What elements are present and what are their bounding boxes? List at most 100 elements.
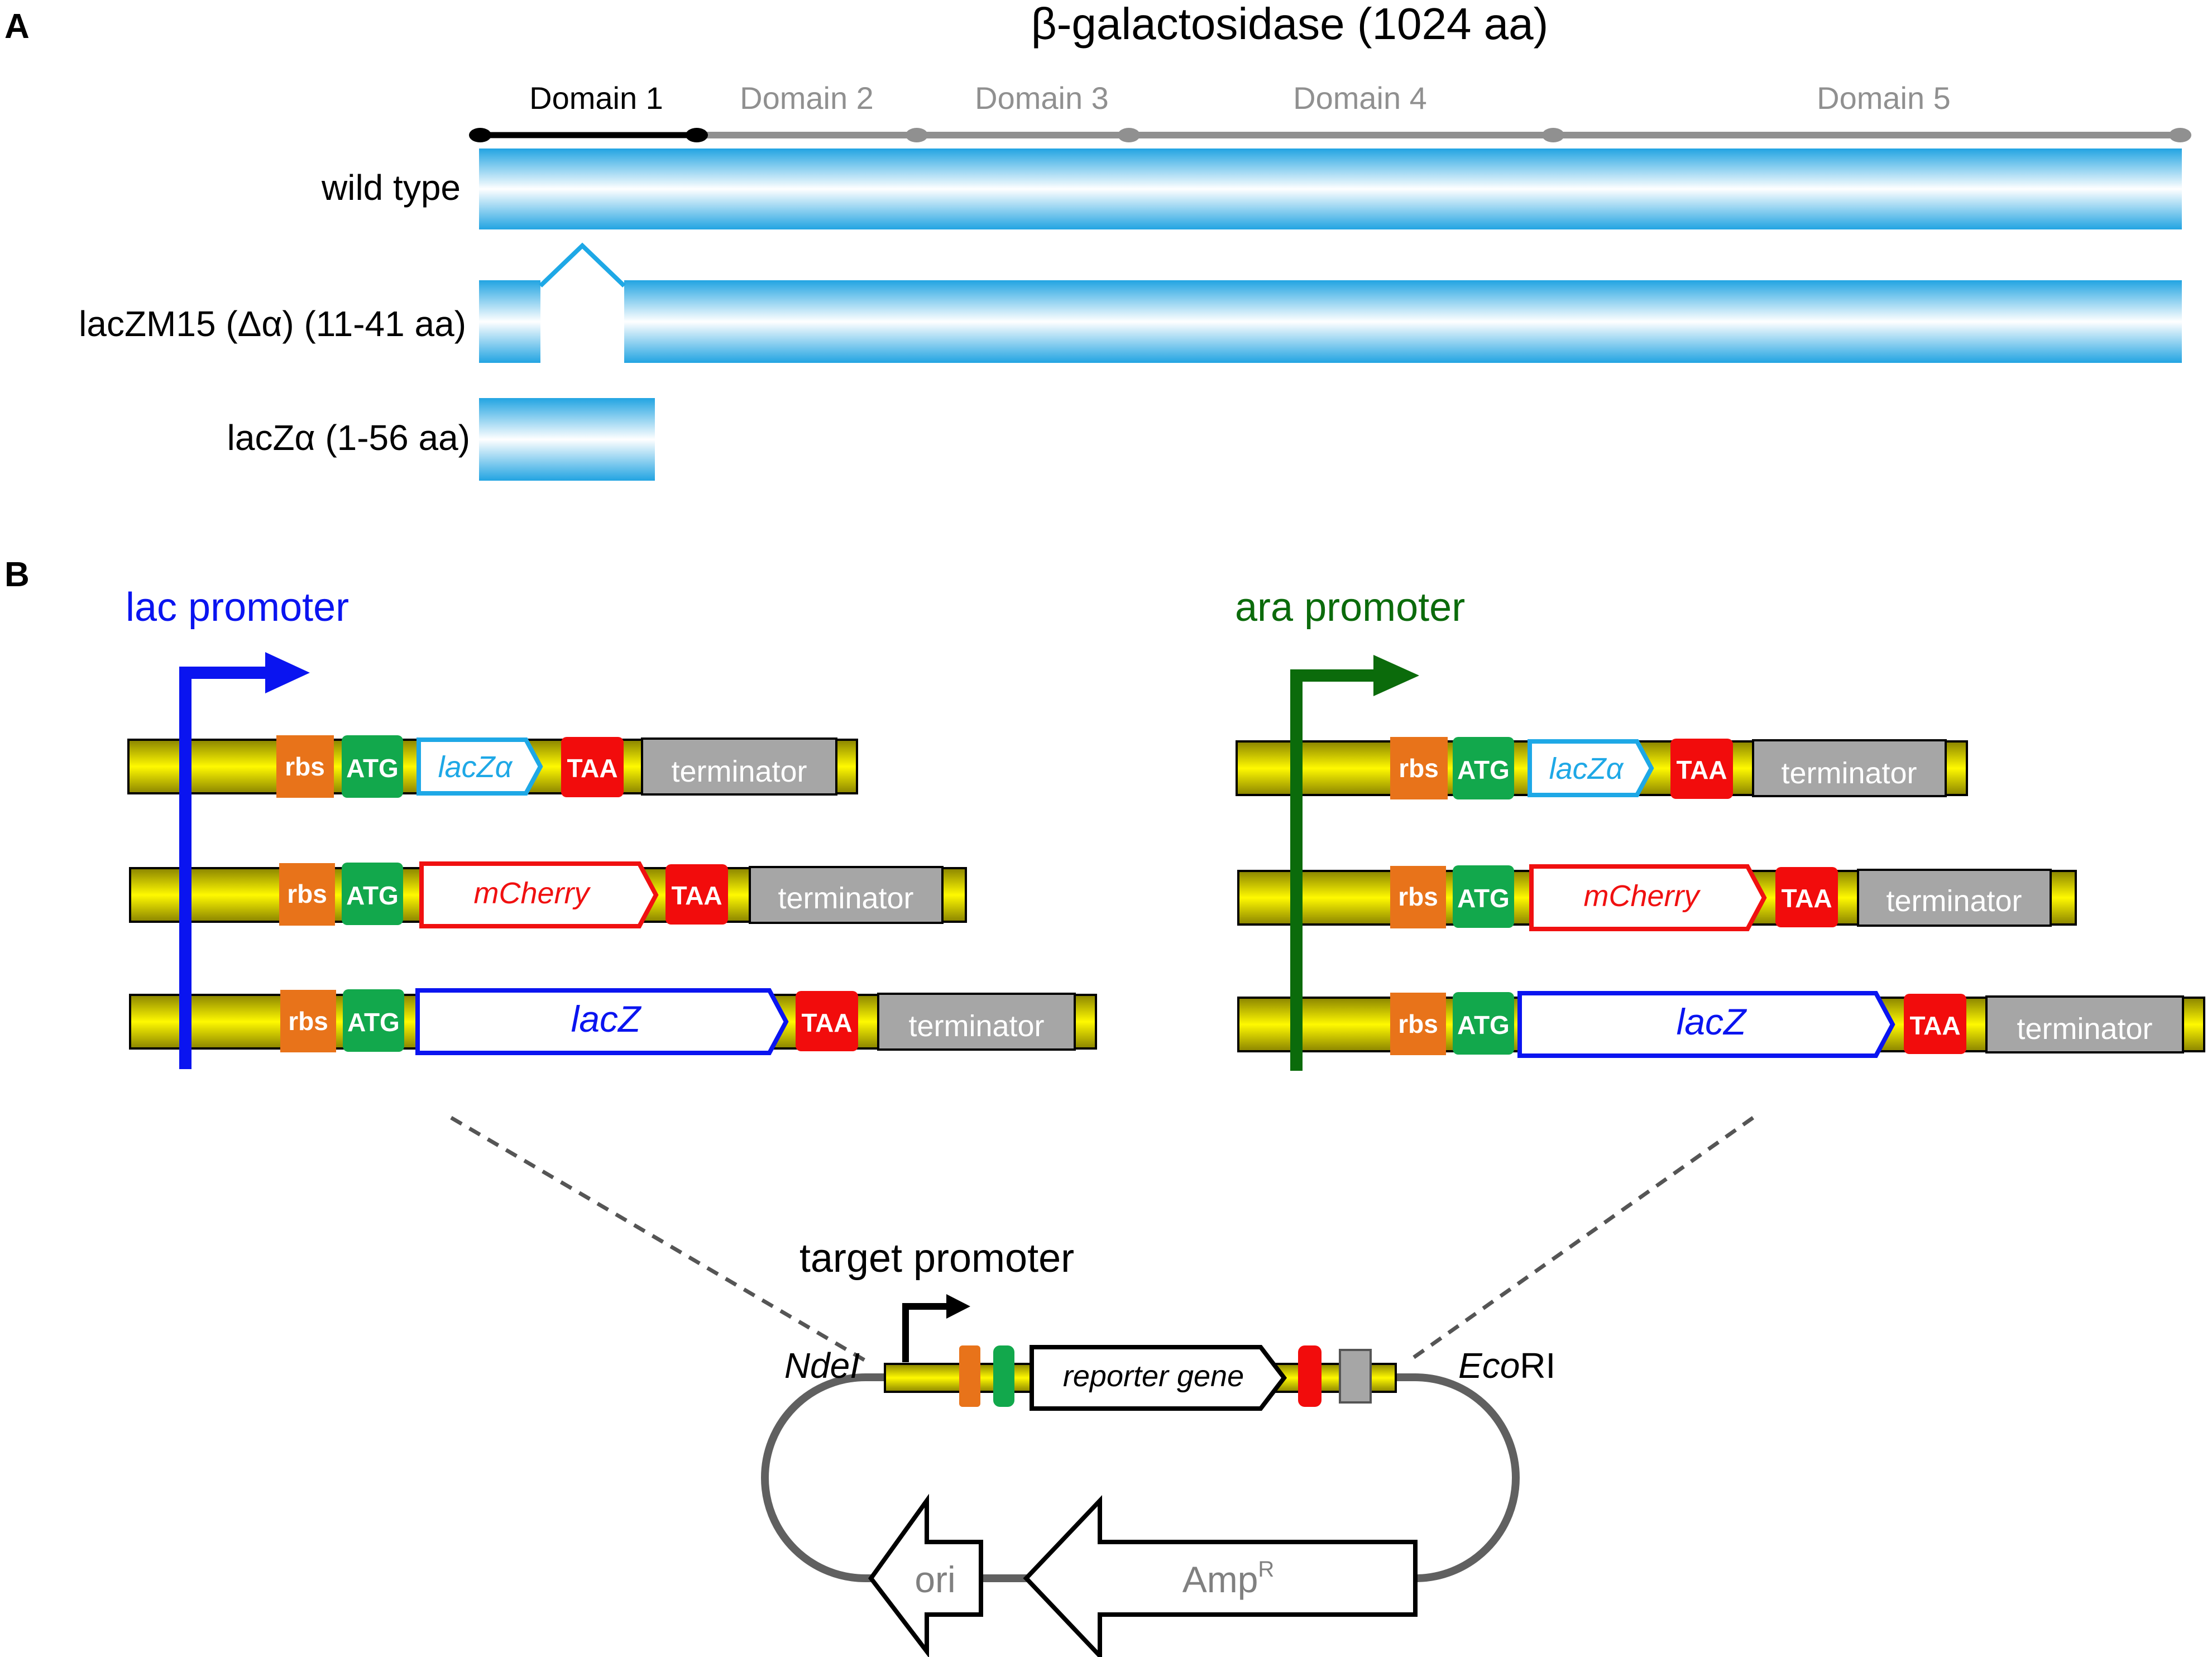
gene-arrow-lacZalpha xyxy=(416,737,543,796)
domain-label: Domain 3 xyxy=(975,80,1109,116)
ara-construct-lacZalpha: rbs ATG lacZα TAA terminator xyxy=(1236,737,1968,799)
lac-promoter-arrow xyxy=(179,652,310,1069)
terminator-box xyxy=(877,993,1076,1051)
domain-boundary-dot xyxy=(2169,128,2191,142)
plasmid-map: reporter gene target promoter NdeI EcoRI… xyxy=(761,1236,1555,1657)
lacZM15-bar-rest xyxy=(624,280,2182,363)
atg-label: ATG xyxy=(346,754,399,783)
atg-label: ATG xyxy=(1457,755,1510,784)
terminator-box xyxy=(641,737,837,796)
rbs-label: rbs xyxy=(1398,882,1438,911)
rbs-box xyxy=(1390,993,1446,1055)
ara-construct-lacZ: rbs ATG lacZ TAA terminator xyxy=(1237,991,2205,1058)
domain-boundary-dot xyxy=(906,128,928,142)
rbs-label: rbs xyxy=(288,1007,328,1036)
gene-arrow-lacZalpha xyxy=(1528,739,1654,797)
terminator-box xyxy=(1752,739,1947,797)
gene-label: lacZα xyxy=(1549,752,1625,786)
taa-box xyxy=(1904,994,1966,1054)
terminator-label: terminator xyxy=(1781,756,1917,790)
rbs-label: rbs xyxy=(285,752,325,781)
domain-boundary-dot xyxy=(469,128,491,142)
ara-construct-mCherry: rbs ATG mCherry TAA terminator xyxy=(1237,864,2077,931)
row-label-wild-type: wild type xyxy=(321,167,461,208)
ori-arrow xyxy=(868,1493,983,1657)
terminator-label: terminator xyxy=(671,755,807,788)
ori-label: ori xyxy=(915,1559,955,1600)
rbs-label: rbs xyxy=(1399,754,1439,783)
gene-label: mCherry xyxy=(1583,879,1701,913)
taa-label: TAA xyxy=(1781,884,1832,913)
taa-box xyxy=(796,991,858,1051)
gene-label: lacZα xyxy=(438,750,514,784)
ara-promoter-arrow xyxy=(1290,655,1419,1071)
atg-box xyxy=(343,989,404,1052)
domain-label: Domain 1 xyxy=(529,80,663,116)
taa-box xyxy=(561,737,624,797)
reporter-gene-arrow xyxy=(1030,1345,1287,1411)
gene-arrow-mCherry xyxy=(1529,864,1767,931)
row-label-lacZM15: lacZM15 (Δα) (11-41 aa) xyxy=(79,304,466,344)
domain-scale: Domain 1 Domain 2 Domain 3 Domain 4 Doma… xyxy=(469,80,2191,142)
ecori-site-label: EcoRI xyxy=(1458,1345,1555,1386)
atg-label: ATG xyxy=(1457,1011,1510,1040)
ndei-site-label: NdeI xyxy=(784,1345,860,1386)
ampr-text: Amp xyxy=(1182,1559,1258,1600)
panel-b-label: B xyxy=(4,555,30,594)
rbs-box xyxy=(959,1345,980,1407)
rbs-box xyxy=(1390,737,1448,799)
taa-label: TAA xyxy=(801,1008,852,1037)
zoom-line-left xyxy=(450,1115,869,1364)
lacZalpha-bar xyxy=(479,398,655,481)
lacZM15-bar-start xyxy=(479,280,540,363)
atg-box xyxy=(1453,737,1514,799)
gene-arrow-lacZ xyxy=(415,988,789,1055)
ampr-superscript: R xyxy=(1258,1557,1274,1582)
atg-label: ATG xyxy=(347,1008,400,1037)
taa-label: TAA xyxy=(671,881,722,910)
wild-type-bar xyxy=(479,149,2182,229)
domain-boundary-dot xyxy=(686,128,708,142)
taa-box xyxy=(1775,867,1838,927)
domain-label: Domain 4 xyxy=(1293,80,1427,116)
rbs-label: rbs xyxy=(287,879,327,908)
protein-title: β-galactosidase (1024 aa) xyxy=(1031,0,1549,49)
ara-promoter-label: ara promoter xyxy=(1235,585,1465,630)
taa-label: TAA xyxy=(1676,755,1727,784)
target-promoter-arrow xyxy=(902,1294,970,1362)
ampr-label: AmpR xyxy=(1182,1557,1275,1600)
lac-construct-mCherry: rbs ATG mCherry TAA terminator xyxy=(129,861,967,928)
domain-label: Domain 5 xyxy=(1817,80,1951,116)
rbs-box xyxy=(280,990,336,1052)
gene-label: lacZ xyxy=(571,998,642,1040)
atg-label: ATG xyxy=(346,881,399,910)
atg-box xyxy=(993,1345,1014,1407)
atg-box xyxy=(1453,992,1514,1055)
atg-label: ATG xyxy=(1457,884,1510,913)
terminator-box xyxy=(1985,995,2184,1053)
terminator-label: terminator xyxy=(2017,1012,2152,1046)
zoom-line-right xyxy=(1405,1116,1755,1364)
taa-label: TAA xyxy=(1909,1011,1960,1040)
terminator-box xyxy=(1857,869,2052,927)
deletion-bracket xyxy=(539,242,626,288)
rbs-box xyxy=(1390,866,1446,928)
gene-label: lacZ xyxy=(1677,1001,1747,1042)
ecori-italic: Eco xyxy=(1458,1345,1520,1386)
ecori-rest: RI xyxy=(1520,1345,1555,1386)
lac-construct-lacZalpha: rbs ATG lacZα TAA terminator xyxy=(127,735,858,798)
terminator-box xyxy=(1339,1349,1372,1404)
taa-box xyxy=(1298,1345,1322,1407)
atg-box xyxy=(342,735,403,798)
gene-arrow-mCherry xyxy=(419,861,659,928)
terminator-box xyxy=(749,866,944,924)
row-label-lacZalpha: lacZα (1-56 aa) xyxy=(227,418,470,458)
atg-box xyxy=(342,863,403,925)
taa-box xyxy=(1670,739,1733,799)
gene-arrow-lacZ xyxy=(1517,991,1895,1058)
lac-construct-lacZ: rbs ATG lacZ TAA terminator xyxy=(129,988,1097,1055)
terminator-label: terminator xyxy=(1886,884,2022,918)
domain-label: Domain 2 xyxy=(740,80,874,116)
panel-a-label: A xyxy=(4,7,30,46)
